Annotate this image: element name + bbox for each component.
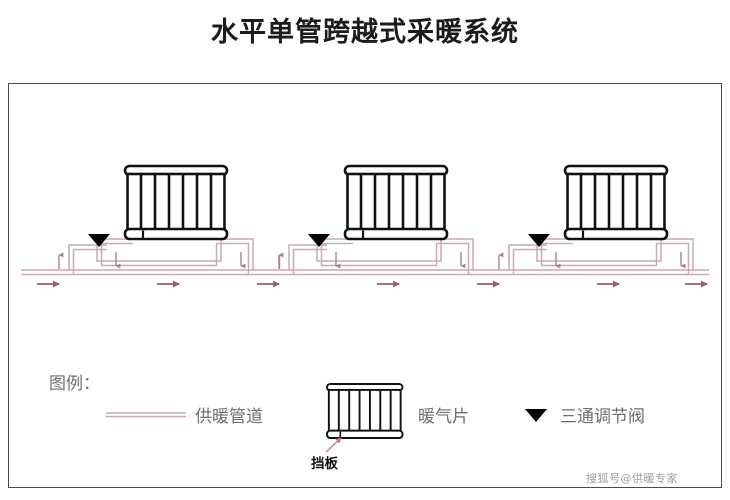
legend-label-radiator: 暖气片 (418, 407, 469, 427)
legend-heading: 图例： (49, 374, 100, 394)
valve-icon (525, 409, 547, 422)
radiator-2 (343, 164, 449, 241)
legend-item-pipe: 供暖管道 (106, 407, 263, 427)
diagram-frame: 图例： 供暖管道 暖气片 挡板 (8, 83, 722, 488)
legend: 图例： 供暖管道 暖气片 挡板 (49, 374, 645, 472)
three-way-valve-3 (528, 234, 550, 247)
legend-label-valve: 三通调节阀 (560, 407, 645, 427)
legend-item-valve: 三通调节阀 (525, 407, 645, 427)
legend-label-pipe: 供暖管道 (195, 407, 263, 427)
watermark: 搜狐号@供暖专家 (586, 472, 678, 485)
pipe-network (21, 238, 709, 276)
three-way-valve-1 (88, 234, 110, 247)
legend-label-baffle: 挡板 (311, 455, 338, 472)
baffle-callout: 挡板 (311, 437, 342, 472)
page-title: 水平单管跨越式采暖系统 (211, 17, 519, 48)
heating-system-diagram: 图例： 供暖管道 暖气片 挡板 (21, 164, 709, 472)
flow-arrows (37, 252, 708, 288)
legend-item-radiator: 暖气片 挡板 (311, 383, 469, 472)
three-way-valve-2 (308, 234, 330, 247)
radiator-1 (123, 164, 229, 241)
radiator-3 (563, 164, 669, 241)
